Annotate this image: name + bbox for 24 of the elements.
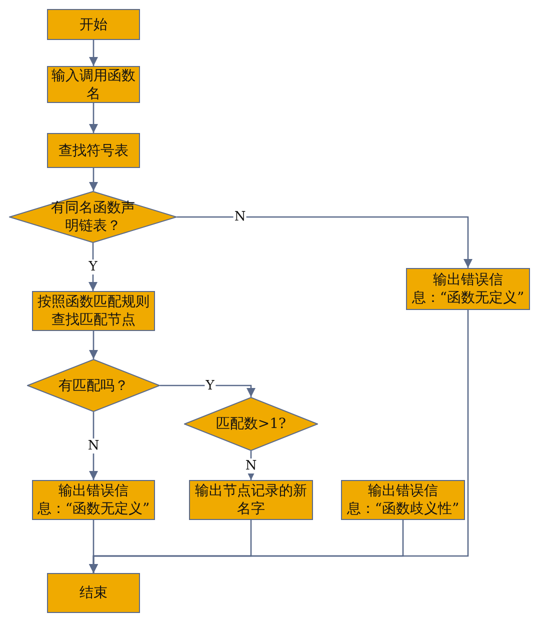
- process-box: 输入调用函数名: [47, 66, 140, 103]
- arrow: [88, 331, 98, 359]
- process-box: 输出错误信息：“函数无定义”: [32, 480, 155, 520]
- arrow: [177, 216, 473, 268]
- edge-label: N: [86, 438, 100, 454]
- arrow: [88, 310, 469, 573]
- arrow: [88, 168, 98, 191]
- arrow: [246, 451, 256, 480]
- decision-diamond: 有匹配吗？: [27, 359, 160, 412]
- process-box: 查找符号表: [47, 133, 140, 168]
- process-box: 输出错误信息：“函数无定义”: [406, 268, 530, 310]
- arrow: [88, 412, 98, 480]
- process-box: 输出错误信息：“函数歧义性”: [341, 480, 465, 520]
- process-box: 开始: [47, 9, 140, 40]
- edge-label: Y: [88, 260, 98, 274]
- process-box: 按照函数匹配规则查找匹配节点: [32, 291, 155, 331]
- process-box: 输出节点记录的新名字: [189, 480, 313, 520]
- decision-diamond: 有同名函数声明链表？: [9, 191, 177, 243]
- decision-diamond: 匹配数>1?: [184, 397, 318, 451]
- arrow: [88, 40, 98, 66]
- arrow: [160, 384, 256, 397]
- edge-label: N: [244, 458, 258, 473]
- process-box: 结束: [47, 573, 140, 613]
- arrow: [88, 103, 98, 133]
